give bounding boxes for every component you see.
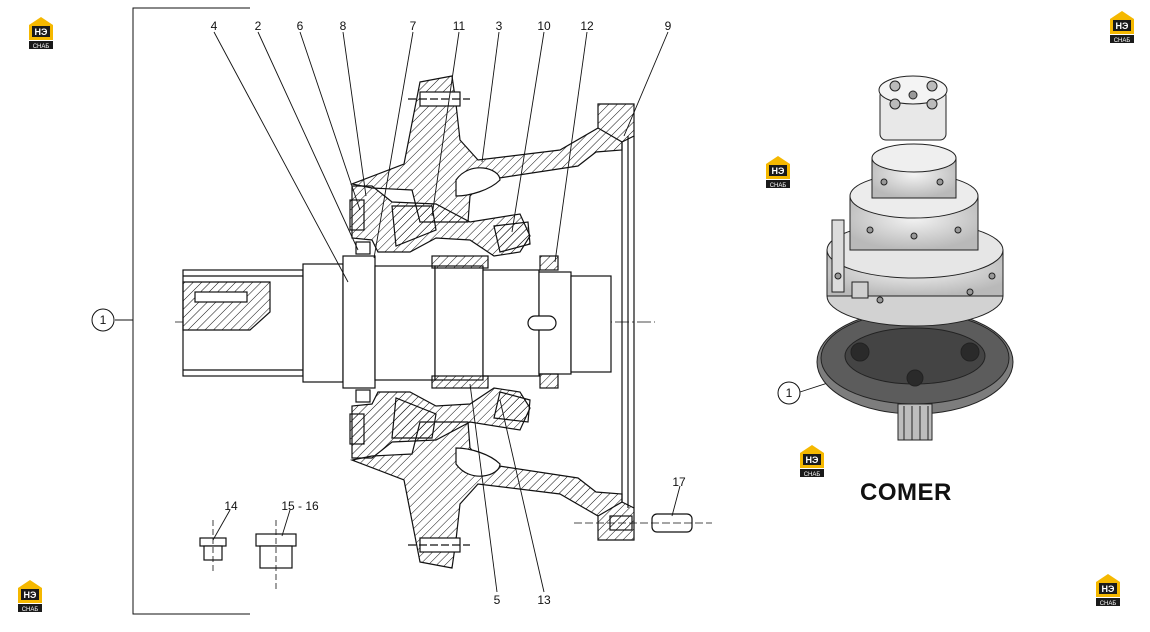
leader-lines: [212, 31, 881, 593]
dowel-pin-17: [574, 513, 712, 533]
callout-5: 5: [494, 593, 501, 607]
logo-icon: НЭ СНАБ: [29, 17, 53, 50]
svg-text:1: 1: [786, 386, 793, 400]
callout-1-circle: 1: [91, 308, 115, 332]
svg-text:СНАБ: СНАБ: [1100, 601, 1117, 607]
callout-4: 4: [211, 19, 218, 33]
svg-text:НЭ: НЭ: [35, 27, 48, 37]
callout-11: 11: [453, 19, 466, 33]
svg-text:НЭ: НЭ: [1116, 21, 1129, 31]
logo-stamp: НЭ СНАБ: [1095, 573, 1121, 607]
callout-13: 13: [537, 593, 551, 607]
svg-text:НЭ: НЭ: [1102, 584, 1115, 594]
plug-15-16: [255, 520, 297, 590]
brand-comer: COMER: [860, 479, 952, 506]
logo-icon: НЭ СНАБ: [1110, 11, 1134, 44]
svg-text:СНАБ: СНАБ: [804, 472, 821, 478]
svg-text:НЭ: НЭ: [24, 590, 37, 600]
svg-text:СНАБ: СНАБ: [1114, 38, 1131, 44]
logo-stamp: НЭ СНАБ: [799, 444, 825, 478]
logo-icon: НЭ СНАБ: [1096, 574, 1120, 607]
logo-stamp: НЭ СНАБ: [28, 16, 54, 50]
callout-7: 7: [410, 19, 417, 33]
svg-text:НЭ: НЭ: [772, 166, 785, 176]
svg-text:СНАБ: СНАБ: [22, 607, 39, 613]
svg-text:СНАБ: СНАБ: [770, 183, 787, 189]
callout-labels: 4 2 6 8 7 11 3 10 12 9 5 13 14 15 - 16 1…: [211, 19, 686, 607]
logo-icon: НЭ СНАБ: [18, 580, 42, 613]
svg-text:НЭ: НЭ: [806, 455, 819, 465]
callout-2: 2: [255, 19, 262, 33]
logo-stamp: НЭ СНАБ: [17, 579, 43, 613]
svg-text:1: 1: [100, 313, 107, 327]
callout-12: 12: [580, 19, 594, 33]
callout-3: 3: [496, 19, 503, 33]
bracket-line: [115, 7, 250, 615]
gearbox-photo: [816, 75, 1014, 441]
logo-icon: НЭ СНАБ: [766, 156, 790, 189]
callout-9: 9: [665, 19, 672, 33]
callout-6: 6: [297, 19, 304, 33]
callout-10: 10: [537, 19, 551, 33]
callout-14: 14: [224, 499, 238, 513]
logo-stamp: НЭ СНАБ: [765, 155, 791, 189]
logo-stamp: НЭ СНАБ: [1109, 10, 1135, 44]
logo-icon: НЭ СНАБ: [800, 445, 824, 478]
plug-14: [199, 520, 227, 574]
callout-17: 17: [672, 475, 686, 489]
photo-callout-1: 1: [777, 381, 801, 405]
callout-15-16: 15 - 16: [281, 499, 319, 513]
output-shaft: [182, 255, 612, 389]
callout-8: 8: [340, 19, 347, 33]
svg-text:СНАБ: СНАБ: [33, 44, 50, 50]
